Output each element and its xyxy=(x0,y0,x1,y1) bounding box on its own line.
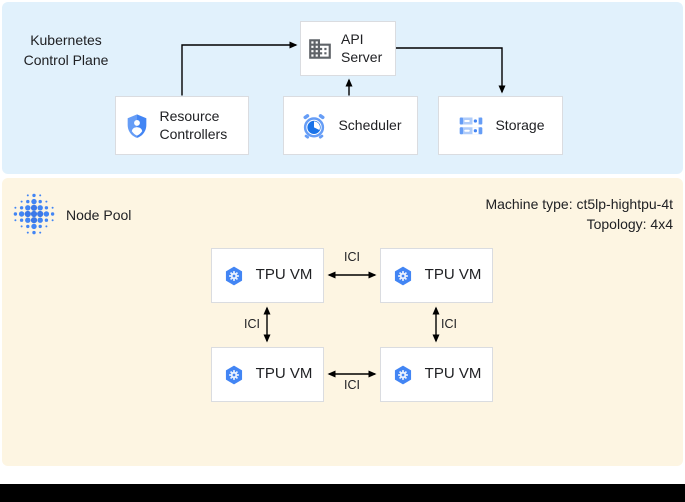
gke-hexagon-icon xyxy=(392,265,414,287)
ici-label-right: ICI xyxy=(441,317,457,331)
gke-hexagon-icon xyxy=(392,364,414,386)
tpu-vm-node-bottom-left: TPU VM xyxy=(211,347,324,402)
node-pool-dots-icon xyxy=(12,192,56,241)
api-server-label: API Server xyxy=(341,31,383,65)
tpu-vm-node-top-right: TPU VM xyxy=(380,248,493,303)
ici-label-top: ICI xyxy=(344,250,360,264)
tpu-vm-label: TPU VM xyxy=(255,266,313,284)
alarm-clock-icon xyxy=(299,111,329,141)
building-icon xyxy=(307,36,333,62)
control-plane-title: Kubernetes Control Plane xyxy=(23,32,109,68)
resource-controllers-node: Resource Controllers xyxy=(115,96,249,155)
scheduler-label: Scheduler xyxy=(338,116,402,133)
resource-controllers-label: Resource Controllers xyxy=(159,108,228,142)
tpu-vm-label: TPU VM xyxy=(424,365,482,383)
storage-node: Storage xyxy=(438,96,563,155)
shield-user-icon xyxy=(123,112,151,140)
machine-type-label: Machine type: ct5lp-hightpu-4t xyxy=(485,196,673,212)
disks-icon xyxy=(456,111,486,141)
node-pool-panel xyxy=(2,178,683,466)
tpu-vm-label: TPU VM xyxy=(255,365,313,383)
machine-info: Machine type: ct5lp-hightpu-4t Topology:… xyxy=(485,194,673,235)
ici-label-left: ICI xyxy=(244,317,260,331)
ici-label-bottom: ICI xyxy=(344,378,360,392)
node-pool-title: Node Pool xyxy=(66,207,132,223)
bottom-bar xyxy=(0,484,685,502)
tpu-vm-label: TPU VM xyxy=(424,266,482,284)
tpu-vm-node-top-left: TPU VM xyxy=(211,248,324,303)
gke-hexagon-icon xyxy=(223,364,245,386)
tpu-vm-node-bottom-right: TPU VM xyxy=(380,347,493,402)
topology-label: Topology: 4x4 xyxy=(586,216,673,233)
scheduler-node: Scheduler xyxy=(283,96,418,155)
gke-hexagon-icon xyxy=(223,265,245,287)
storage-label: Storage xyxy=(495,116,545,133)
api-server-node: API Server xyxy=(300,21,396,76)
